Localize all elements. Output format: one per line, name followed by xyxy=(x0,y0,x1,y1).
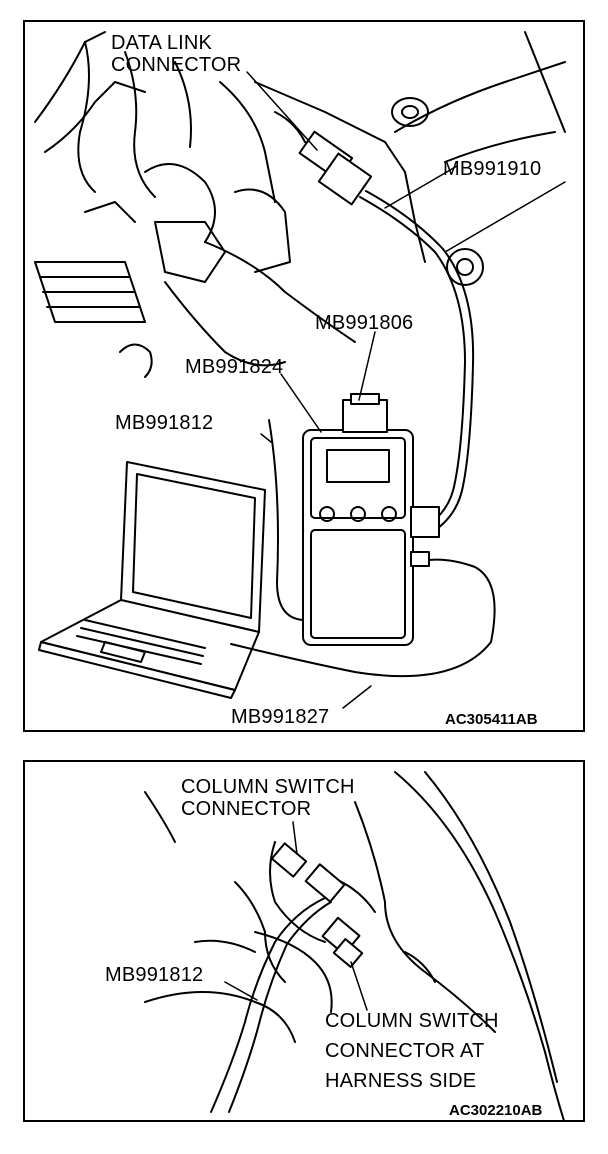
dashboard-sketch xyxy=(34,31,566,378)
data-link-connector-label: DATA LINK CONNECTOR xyxy=(111,32,241,76)
data-link-connector-label-line1: DATA LINK xyxy=(111,32,213,54)
mb991910-cable xyxy=(298,130,475,535)
column-switch-harness-side-label: COLUMN SWITCH CONNECTOR AT HARNESS SIDE xyxy=(325,1006,499,1096)
bottom-figure-panel: COLUMN SWITCH CONNECTOR MB991812 COLUMN … xyxy=(23,760,585,1122)
mb991812-cable xyxy=(268,419,304,621)
mb991812-label: MB991812 xyxy=(115,412,214,434)
laptop xyxy=(38,461,266,699)
mb991806-label: MB991806 xyxy=(315,312,414,334)
column-switch-connector-label-line1: COLUMN SWITCH xyxy=(181,776,355,798)
mb991827-label: MB991827 xyxy=(231,706,330,728)
mb991827-cable xyxy=(230,558,496,678)
harness-side-label-line3: HARNESS SIDE xyxy=(325,1070,477,1092)
mut-unit xyxy=(302,393,440,646)
bottom-illustration xyxy=(144,771,565,1120)
figure-code-bottom: AC302210AB xyxy=(449,1102,543,1119)
column-switch-connector-drawing xyxy=(270,842,364,968)
leader-lines-bottom xyxy=(224,821,368,1011)
mb991812-label-bottom: MB991812 xyxy=(105,964,204,986)
top-illustration xyxy=(34,31,566,709)
data-link-connector-label-line2: CONNECTOR xyxy=(111,54,242,76)
harness-side-label-line1: COLUMN SWITCH xyxy=(325,1010,499,1032)
leader-lines xyxy=(246,71,566,709)
mb991910-label: MB991910 xyxy=(443,158,542,180)
column-switch-connector-label: COLUMN SWITCH CONNECTOR xyxy=(181,776,355,820)
column-switch-connector-label-line2: CONNECTOR xyxy=(181,798,312,820)
harness-side-label-line2: CONNECTOR AT xyxy=(325,1040,485,1062)
mb991824-label: MB991824 xyxy=(185,356,284,378)
mb991812-cable-bottom-second xyxy=(228,901,332,1113)
figure-code-top: AC305411AB xyxy=(445,711,538,728)
top-figure-panel: DATA LINK CONNECTOR MB991910 MB991806 MB… xyxy=(23,20,585,732)
mb991812-cable-bottom xyxy=(210,897,326,1113)
steering-column-sketch xyxy=(144,771,565,1120)
